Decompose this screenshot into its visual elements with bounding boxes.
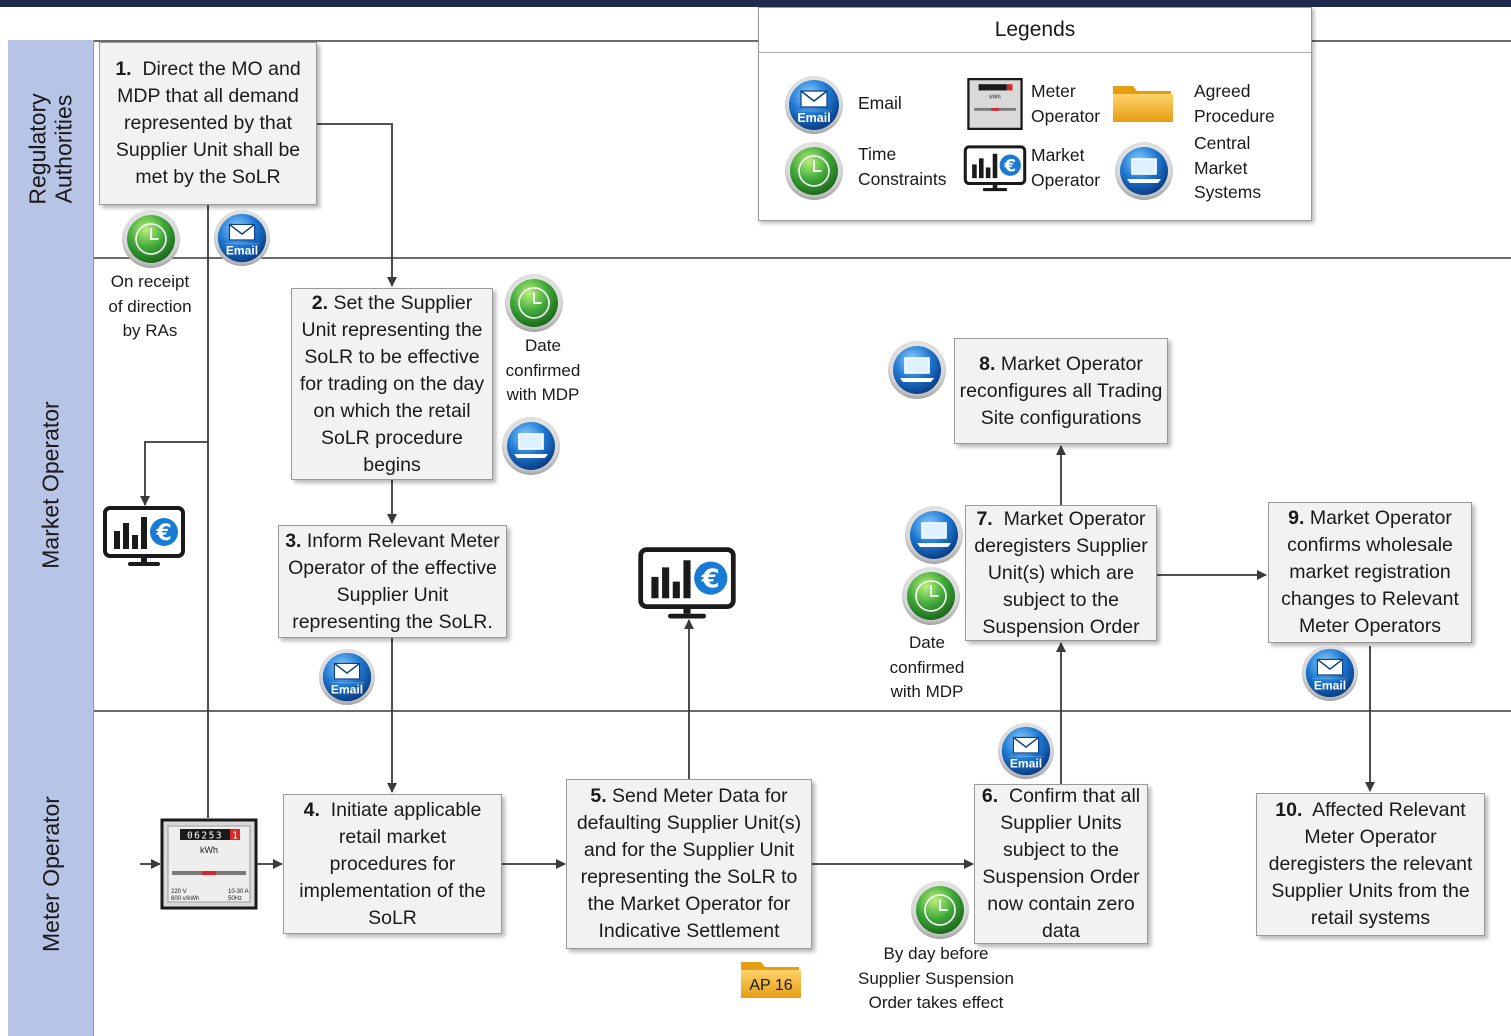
step-2-number: 2. <box>311 291 329 314</box>
svg-text:Email: Email <box>1010 756 1042 770</box>
email-icon: Email <box>213 209 271 267</box>
legend-title: Legends <box>994 18 1076 41</box>
agreed-procedure-folder-icon: AP 16 <box>736 956 806 1000</box>
clock-icon <box>910 880 970 940</box>
lane-title-market-operator: Market Operator <box>37 400 64 569</box>
electricity-meter-icon: 06253 1 kWh 220 V 600 v/kWh 10-30 A 50Hz <box>160 818 258 910</box>
step-9-text: Market Operator confirms wholesale marke… <box>1281 507 1459 637</box>
step-6-number: 6. <box>981 785 999 807</box>
step-5-number: 5. <box>590 785 607 807</box>
step-1-number: 1. <box>115 58 132 80</box>
market-operator-icon <box>963 144 1027 194</box>
step-7-text: Market Operator deregisters Supplier Uni… <box>974 507 1148 638</box>
step-6-text: Confirm that all Supplier Units subject … <box>982 785 1141 942</box>
svg-text:kWh: kWh <box>989 94 1000 100</box>
step-9-number: 9. <box>1288 507 1305 529</box>
svg-text:50Hz: 50Hz <box>228 896 242 902</box>
email-icon: Email <box>997 722 1055 780</box>
market-operator-icon <box>636 546 738 622</box>
svg-text:kWh: kWh <box>200 845 218 855</box>
email-icon: Email <box>318 648 376 706</box>
step-8-box: 8. Market Operator reconfigures all Trad… <box>954 338 1168 444</box>
step-8-number: 8. <box>979 352 996 375</box>
svg-text:06253: 06253 <box>187 831 223 842</box>
note-by-day-before: By day before Supplier Suspension Order … <box>858 944 1014 1012</box>
svg-text:Email: Email <box>797 111 830 125</box>
electricity-meter-icon: kWh <box>967 78 1023 130</box>
step-6-box: 6. Confirm that all Supplier Units subje… <box>974 784 1148 944</box>
legend-panel: Legends Email Email Time Constraints kWh… <box>758 7 1312 221</box>
market-operator-icon <box>102 505 186 569</box>
lane-label-meter-operator: Meter Operator <box>8 711 94 1036</box>
laptop-icon <box>501 416 561 476</box>
step-8-text: Market Operator reconfigures all Trading… <box>959 352 1163 429</box>
laptop-icon <box>887 340 947 400</box>
svg-text:Email: Email <box>1314 678 1346 692</box>
legend-central-market-systems-label: Central Market Systems <box>1194 133 1262 202</box>
lane-label-market-operator: Market Operator <box>8 258 94 711</box>
note-on-receipt: On receipt of direction by RAs <box>108 272 192 340</box>
clock-icon <box>121 209 181 269</box>
step-3-text: Inform Relevant Meter Operator of the ef… <box>288 529 500 633</box>
lane-market-operator <box>8 257 1511 711</box>
lane-title-meter-operator: Meter Operator <box>37 795 64 952</box>
note-date-confirmed-2: Date confirmed with MDP <box>505 336 581 404</box>
step-5-box: 5. Send Meter Data for defaulting Suppli… <box>566 779 812 949</box>
legend-email-label: Email <box>858 93 902 113</box>
svg-text:600 v/kWh: 600 v/kWh <box>171 896 199 902</box>
svg-text:Email: Email <box>331 682 363 696</box>
step-2-box: 2. Set the Supplier Unit representing th… <box>291 288 493 480</box>
folder-icon <box>1111 80 1175 124</box>
legend-time-label: Time Constraints <box>858 144 947 189</box>
step-4-text: Initiate applicable retail market proced… <box>299 798 486 929</box>
legend-meter-operator-label: Meter Operator <box>1031 81 1101 126</box>
svg-text:1: 1 <box>232 831 238 842</box>
laptop-icon <box>904 505 964 565</box>
step-10-number: 10. <box>1275 799 1303 821</box>
step-1-text: Direct the MO and MDP that all demand re… <box>115 58 301 188</box>
step-4-box: 4. Initiate applicable retail market pro… <box>283 794 502 934</box>
step-2-text: Set the Supplier Unit representing the S… <box>299 291 485 476</box>
step-10-box: 10. Affected Relevant Meter Operator der… <box>1256 793 1485 936</box>
step-4-number: 4. <box>303 798 320 821</box>
agreed-procedure-label: AP 16 <box>749 977 792 994</box>
legend-divider <box>759 52 1311 53</box>
legend-agreed-procedure-label: Agreed Procedure <box>1194 81 1275 126</box>
step-7-box: 7. Market Operator deregisters Supplier … <box>965 505 1157 641</box>
lane-label-regulatory: Regulatory Authorities <box>8 40 94 258</box>
lane-meter-operator <box>8 710 1511 1036</box>
email-icon: Email <box>1301 644 1359 702</box>
clock-icon <box>901 566 961 626</box>
note-date-confirmed-7: Date confirmed with MDP <box>889 633 965 701</box>
svg-text:220 V: 220 V <box>171 889 187 895</box>
step-7-number: 7. <box>976 507 993 530</box>
step-3-number: 3. <box>285 529 302 552</box>
top-bar <box>0 0 1511 7</box>
step-5-text: Send Meter Data for defaulting Supplier … <box>576 785 802 942</box>
step-9-box: 9. Market Operator confirms wholesale ma… <box>1268 502 1472 643</box>
step-10-text: Affected Relevant Meter Operator deregis… <box>1268 799 1473 929</box>
lane-title-regulatory: Regulatory Authorities <box>24 93 77 205</box>
email-icon: Email <box>784 75 844 135</box>
step-1-box: 1. Direct the MO and MDP that all demand… <box>99 42 317 205</box>
clock-icon <box>504 273 564 333</box>
svg-text:Email: Email <box>226 243 258 257</box>
clock-icon <box>784 141 844 201</box>
svg-text:10-30 A: 10-30 A <box>228 889 249 895</box>
legend-market-operator-label: Market Operator <box>1031 145 1101 190</box>
step-3-box: 3. Inform Relevant Meter Operator of the… <box>278 525 507 638</box>
laptop-icon <box>1114 141 1174 201</box>
